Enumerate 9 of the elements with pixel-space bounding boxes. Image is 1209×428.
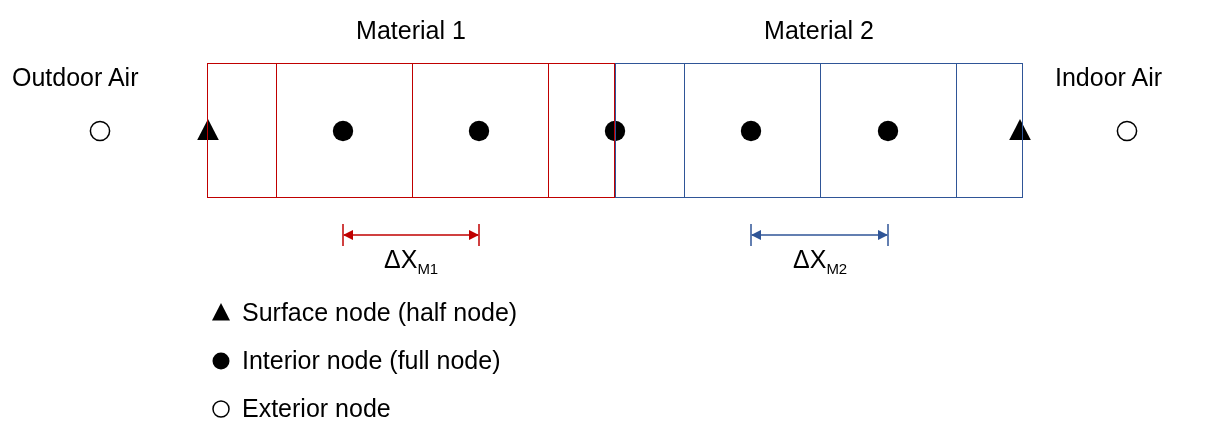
legend-label: Surface node (half node) — [242, 297, 518, 327]
side-label: Outdoor Air — [12, 62, 139, 92]
side-label: Indoor Air — [1055, 62, 1162, 92]
dimension-label: ΔX$_{M1}$ — [384, 244, 439, 279]
dimension-label: ΔX$_{M2}$ — [793, 244, 848, 279]
material-label: Material 2 — [763, 15, 875, 45]
legend-label: Interior node (full node) — [242, 345, 501, 375]
legend-label: Exterior node — [242, 393, 391, 423]
material-label: Material 1 — [355, 15, 467, 45]
